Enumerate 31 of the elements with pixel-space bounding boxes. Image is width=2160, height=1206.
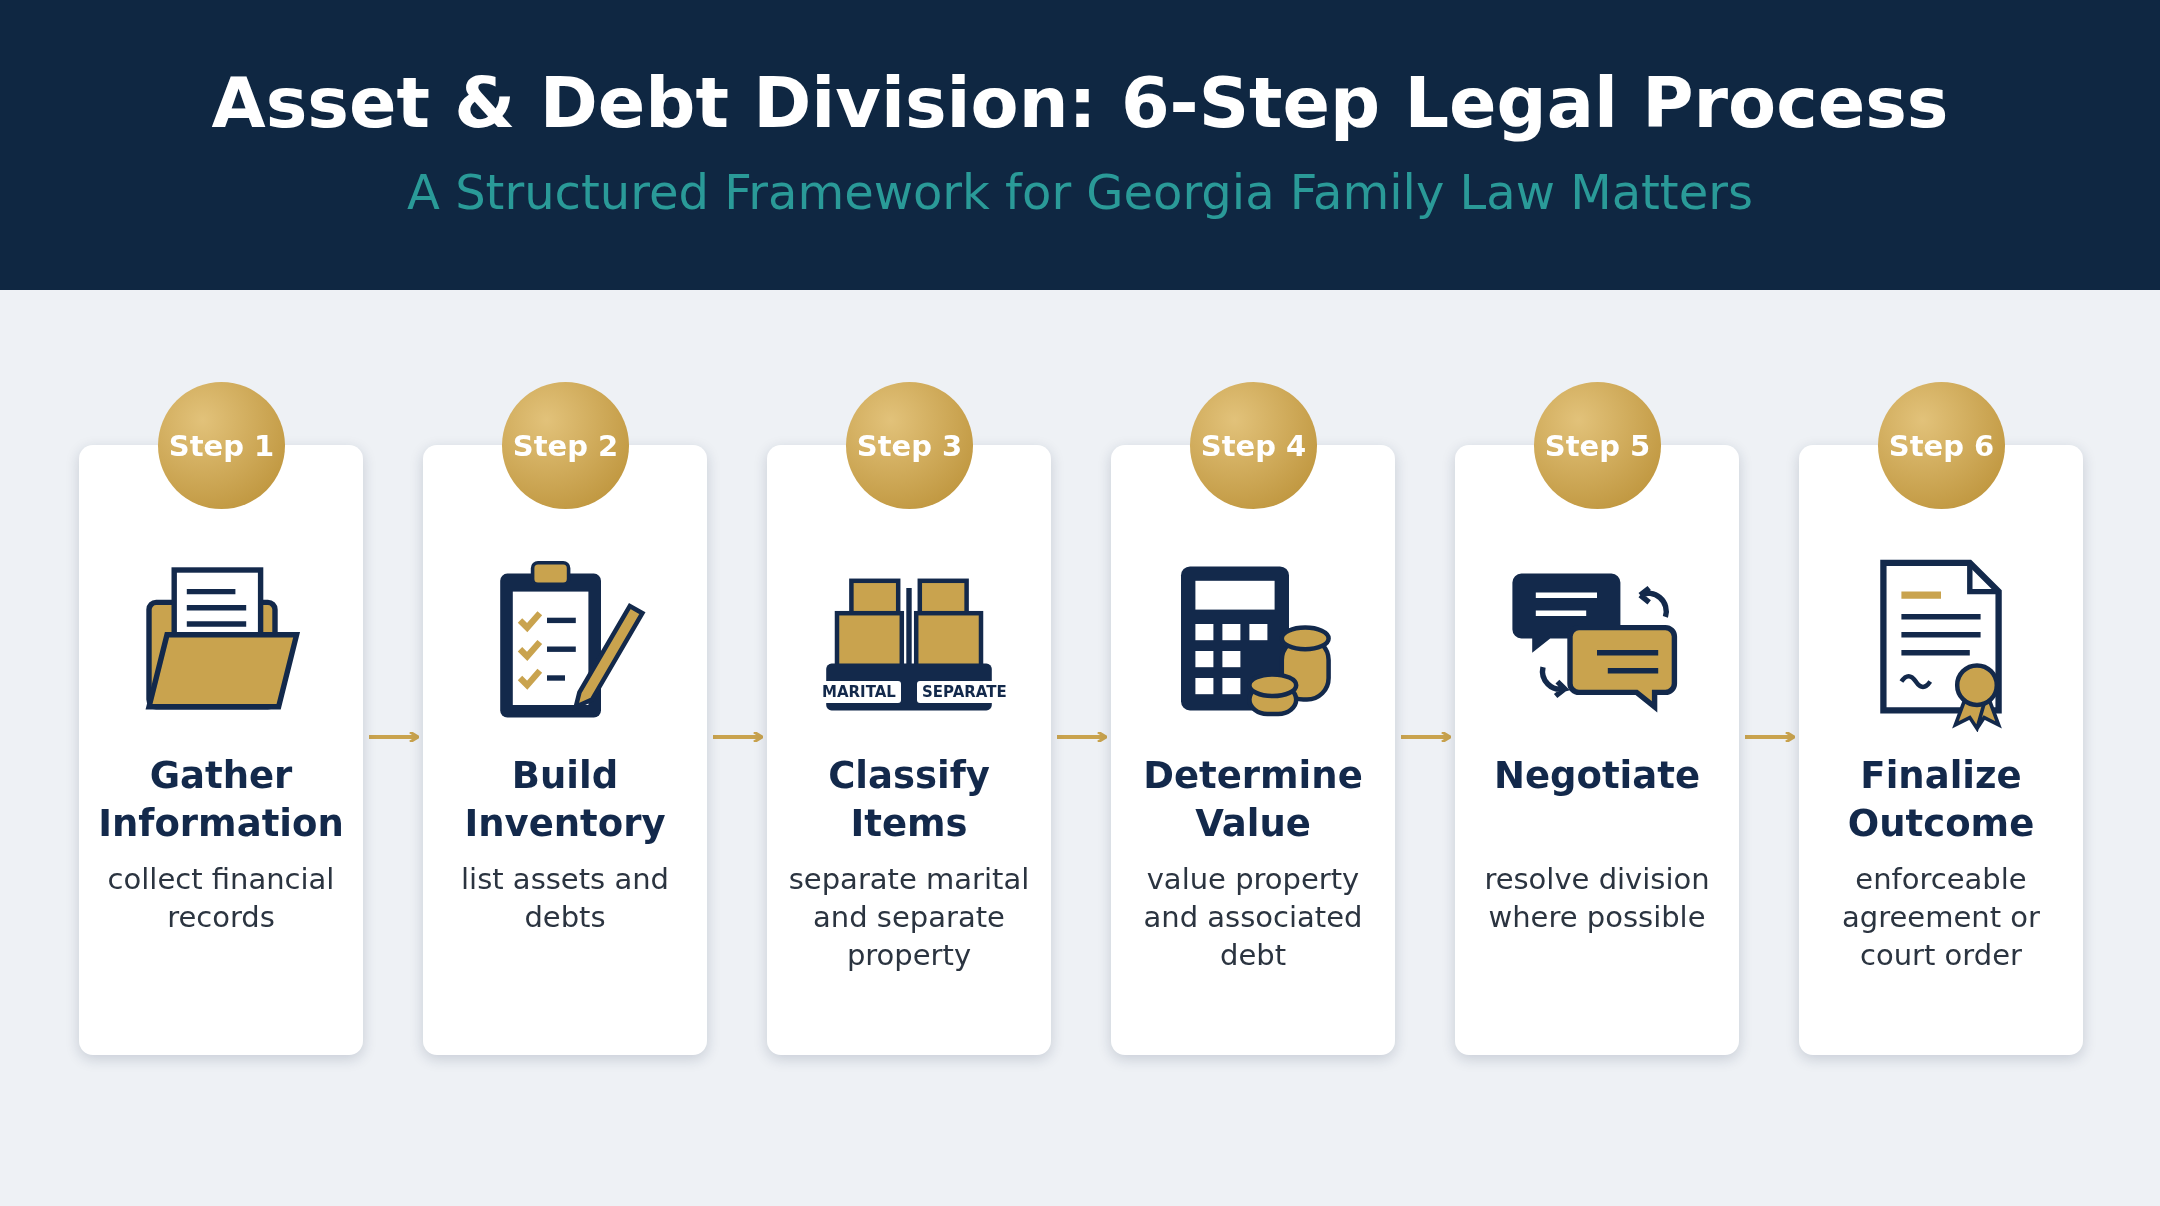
- arrow: [369, 730, 420, 744]
- step-badge: Step 3: [846, 382, 973, 509]
- arrow: [1401, 730, 1452, 744]
- arrow: [713, 730, 764, 744]
- step-description: value property and associated debt: [1142, 861, 1364, 974]
- step-card: [767, 382, 1051, 1055]
- step-card: [79, 382, 363, 1055]
- step-description: separate marital and separate property: [787, 861, 1031, 974]
- arrow: [1745, 730, 1796, 744]
- step-description: list assets and debts: [460, 861, 670, 936]
- step-description: collect financial records: [106, 861, 336, 936]
- step-badge: Step 4: [1190, 382, 1317, 509]
- step-title: Build Inventory: [463, 753, 667, 847]
- arrow: [1057, 730, 1108, 744]
- step-title: Finalize Outcome: [1846, 753, 2036, 847]
- step-title: Gather Information: [97, 753, 345, 847]
- step-card: [1799, 382, 2083, 1055]
- step-description: resolve division where possible: [1483, 861, 1711, 936]
- step-badge: Step 2: [502, 382, 629, 509]
- step-badge: Step 1: [158, 382, 285, 509]
- step-badge: Step 6: [1878, 382, 2005, 509]
- step-title: Negotiate: [1492, 753, 1702, 799]
- step-title: Classify Items: [827, 753, 991, 847]
- title: Asset & Debt Division: 6-Step Legal Process: [210, 62, 1950, 144]
- step-badge: Step 5: [1534, 382, 1661, 509]
- step-card: [1111, 382, 1395, 1055]
- step-description: enforceable agreement or court order: [1841, 861, 2041, 974]
- subtitle: A Structured Framework for Georgia Family Law Matters: [406, 164, 1754, 220]
- step-card: [1455, 382, 1739, 1055]
- step-card: [423, 382, 707, 1055]
- step-title: Determine Value: [1142, 753, 1364, 847]
